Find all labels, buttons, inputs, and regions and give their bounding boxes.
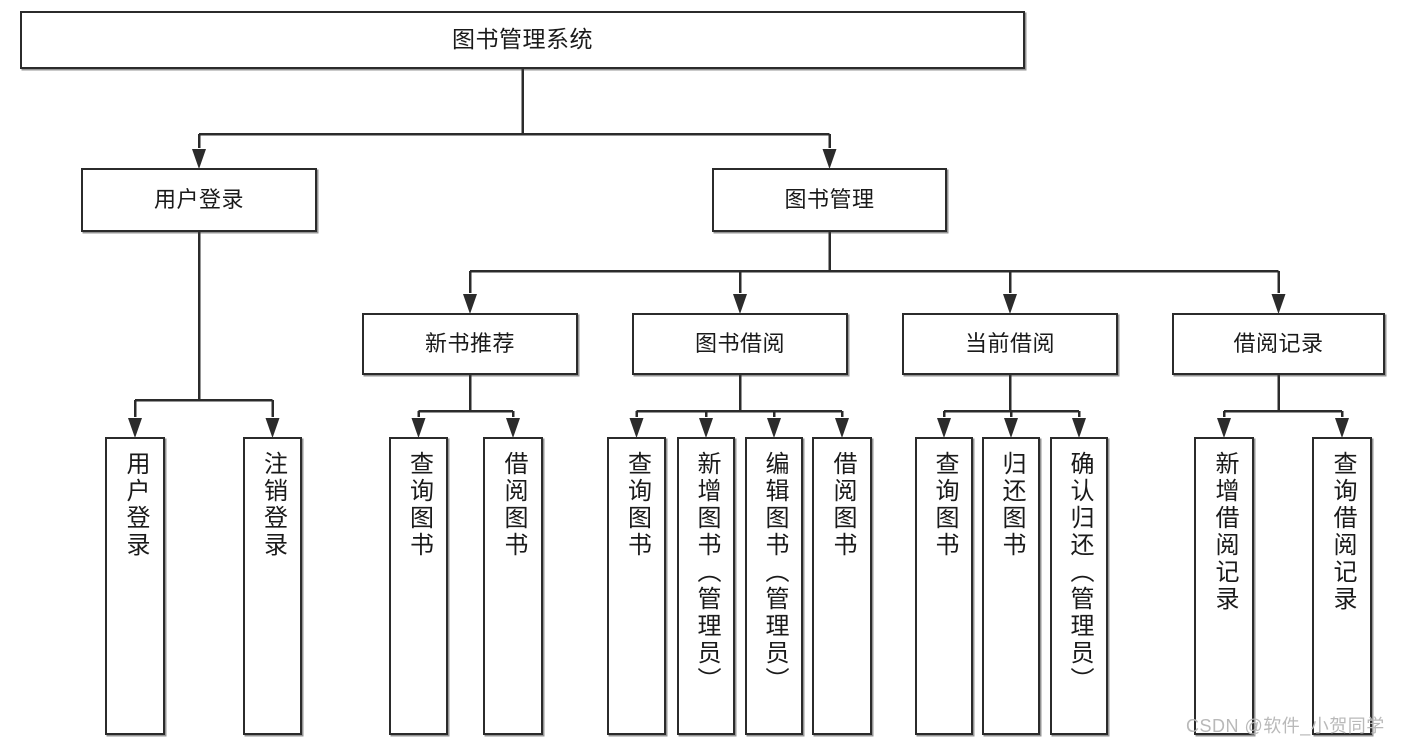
arrow-head-icon: [1003, 294, 1017, 314]
node-l-return[interactable]: 归还图书: [982, 437, 1040, 735]
node-borrow[interactable]: 图书借阅: [632, 313, 848, 375]
arrow-head-icon: [1271, 294, 1286, 314]
arrow-head-icon: [1004, 418, 1018, 438]
node-label: 图书管理系统: [452, 26, 593, 53]
node-label: 归还图书: [998, 451, 1025, 559]
node-root[interactable]: 图书管理系统: [20, 11, 1025, 69]
arrow-head-icon: [822, 149, 837, 169]
node-label: 用户登录: [153, 187, 244, 213]
node-label: 确认归还（管理员）: [1066, 451, 1093, 694]
arrow-head-icon: [265, 418, 280, 438]
node-label: 用户登录: [122, 451, 149, 559]
node-label: 图书借阅: [694, 331, 785, 357]
node-newbook[interactable]: 新书推荐: [362, 313, 578, 375]
node-l-confirm[interactable]: 确认归还（管理员）: [1050, 437, 1108, 735]
node-label: 查询图书: [623, 451, 651, 559]
node-label: 图书管理: [784, 187, 875, 213]
arrow-head-icon: [835, 418, 849, 438]
node-l-query1[interactable]: 查询图书: [389, 437, 448, 735]
node-l-query2[interactable]: 查询图书: [607, 437, 666, 735]
node-label: 查询图书: [405, 451, 433, 559]
node-bookmgmt[interactable]: 图书管理: [712, 168, 947, 232]
arrow-head-icon: [937, 418, 951, 438]
node-records[interactable]: 借阅记录: [1172, 313, 1385, 375]
arrow-head-icon: [767, 418, 781, 438]
arrow-head-icon: [1072, 418, 1086, 438]
node-l-addrec[interactable]: 新增借阅记录: [1194, 437, 1254, 735]
node-label: 查询借阅记录: [1329, 451, 1356, 613]
node-label: 注销登录: [259, 451, 287, 559]
node-label: 新书推荐: [424, 331, 515, 357]
node-l-logout[interactable]: 注销登录: [243, 437, 302, 735]
node-label: 借阅记录: [1233, 331, 1324, 357]
node-l-queryrec[interactable]: 查询借阅记录: [1312, 437, 1372, 735]
node-label: 借阅图书: [500, 451, 527, 559]
arrow-head-icon: [699, 418, 713, 438]
arrow-head-icon: [506, 418, 520, 438]
node-current[interactable]: 当前借阅: [902, 313, 1118, 375]
node-login[interactable]: 用户登录: [81, 168, 317, 232]
node-label: 当前借阅: [964, 331, 1055, 357]
node-label: 借阅图书: [829, 451, 856, 559]
node-label: 新增借阅记录: [1211, 451, 1238, 613]
arrow-head-icon: [128, 418, 142, 438]
arrow-head-icon: [733, 294, 747, 314]
node-l-edit[interactable]: 编辑图书（管理员）: [745, 437, 803, 735]
arrow-head-icon: [1335, 418, 1349, 438]
node-l-query3[interactable]: 查询图书: [915, 437, 973, 735]
arrow-head-icon: [1217, 418, 1231, 438]
arrow-head-icon: [411, 418, 426, 438]
arrow-head-icon: [463, 294, 477, 314]
node-l-login[interactable]: 用户登录: [105, 437, 165, 735]
node-l-borrow1[interactable]: 借阅图书: [483, 437, 543, 735]
arrow-head-icon: [192, 149, 206, 169]
node-label: 编辑图书（管理员）: [761, 451, 788, 694]
node-label: 查询图书: [931, 451, 958, 559]
arrow-head-icon: [629, 418, 644, 438]
node-l-borrow2[interactable]: 借阅图书: [812, 437, 872, 735]
node-l-add[interactable]: 新增图书（管理员）: [677, 437, 735, 735]
node-label: 新增图书（管理员）: [693, 451, 720, 694]
